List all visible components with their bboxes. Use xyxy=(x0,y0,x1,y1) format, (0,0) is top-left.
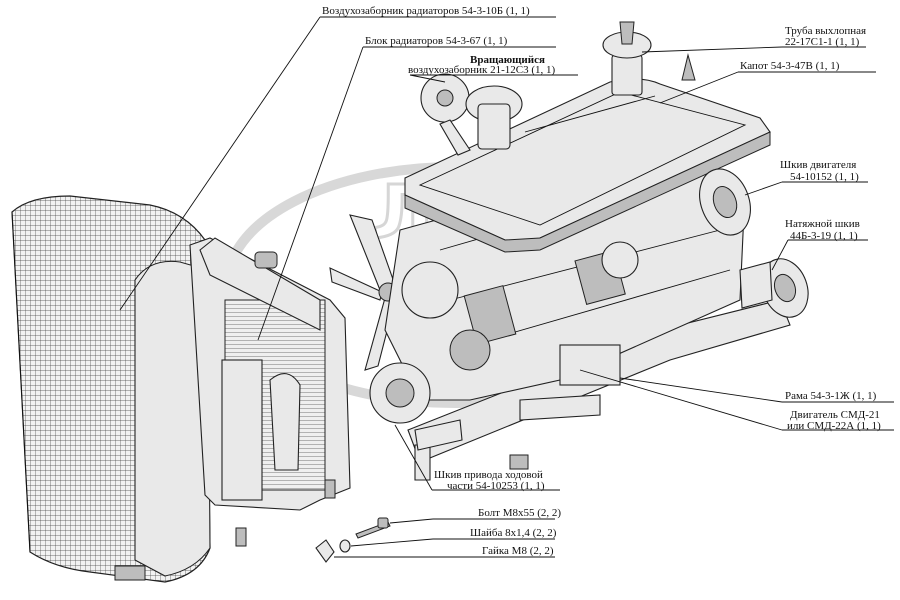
label-frame: Рама 54-3-1Ж (1, 1) xyxy=(785,390,877,402)
rotating-air-intake xyxy=(420,73,523,156)
tension-pulley xyxy=(739,258,809,318)
engine-pulley xyxy=(699,168,751,236)
label-radiator-block: Блок радиаторов 54-3-67 (1, 1) xyxy=(365,35,508,47)
label-radiator-air-intake: Воздухозаборник радиаторов 54-3-10Б (1, … xyxy=(322,5,530,17)
label-engine-pulley-line2: 54-10152 (1, 1) xyxy=(790,171,859,183)
leader-lines xyxy=(119,16,894,558)
drive-pulley xyxy=(369,362,463,451)
label-hood: Капот 54-3-47В (1, 1) xyxy=(740,60,840,72)
label-washer: Шайба 8х1,4 (2, 2) xyxy=(470,527,557,539)
bolt-washer-nut xyxy=(315,517,391,563)
label-engine-line2: или СМД-22А (1, 1) xyxy=(787,420,881,432)
label-tension-pulley-line1: Натяжной шкив xyxy=(785,218,860,230)
label-drive-pulley-line2: части 54-10253 (1, 1) xyxy=(447,480,545,492)
label-bolt: Болт М8х55 (2, 2) xyxy=(478,507,561,519)
label-tension-pulley-line2: 44Б-3-19 (1, 1) xyxy=(790,230,858,242)
label-rotating-intake-line2: воздухозаборник 21-12С3 (1, 1) xyxy=(408,64,556,76)
label-rotating-intake-line1: Вращающийся xyxy=(470,54,545,66)
radiator-block xyxy=(189,237,351,547)
label-nut: Гайка М8 (2, 2) xyxy=(482,545,554,557)
label-exhaust-pipe-line2: 22-17С1-1 (1, 1) xyxy=(785,36,860,48)
hood-stud xyxy=(681,53,696,81)
label-drive-pulley-line1: Шкив привода ходовой xyxy=(434,469,543,481)
label-exhaust-pipe-line1: Труба выхлопная xyxy=(785,25,866,37)
label-engine-pulley-line1: Шкив двигателя xyxy=(780,159,856,171)
radiator-air-intake xyxy=(11,195,211,583)
label-engine-line1: Двигатель СМД-21 xyxy=(790,409,880,421)
exhaust-pipe xyxy=(602,21,652,96)
